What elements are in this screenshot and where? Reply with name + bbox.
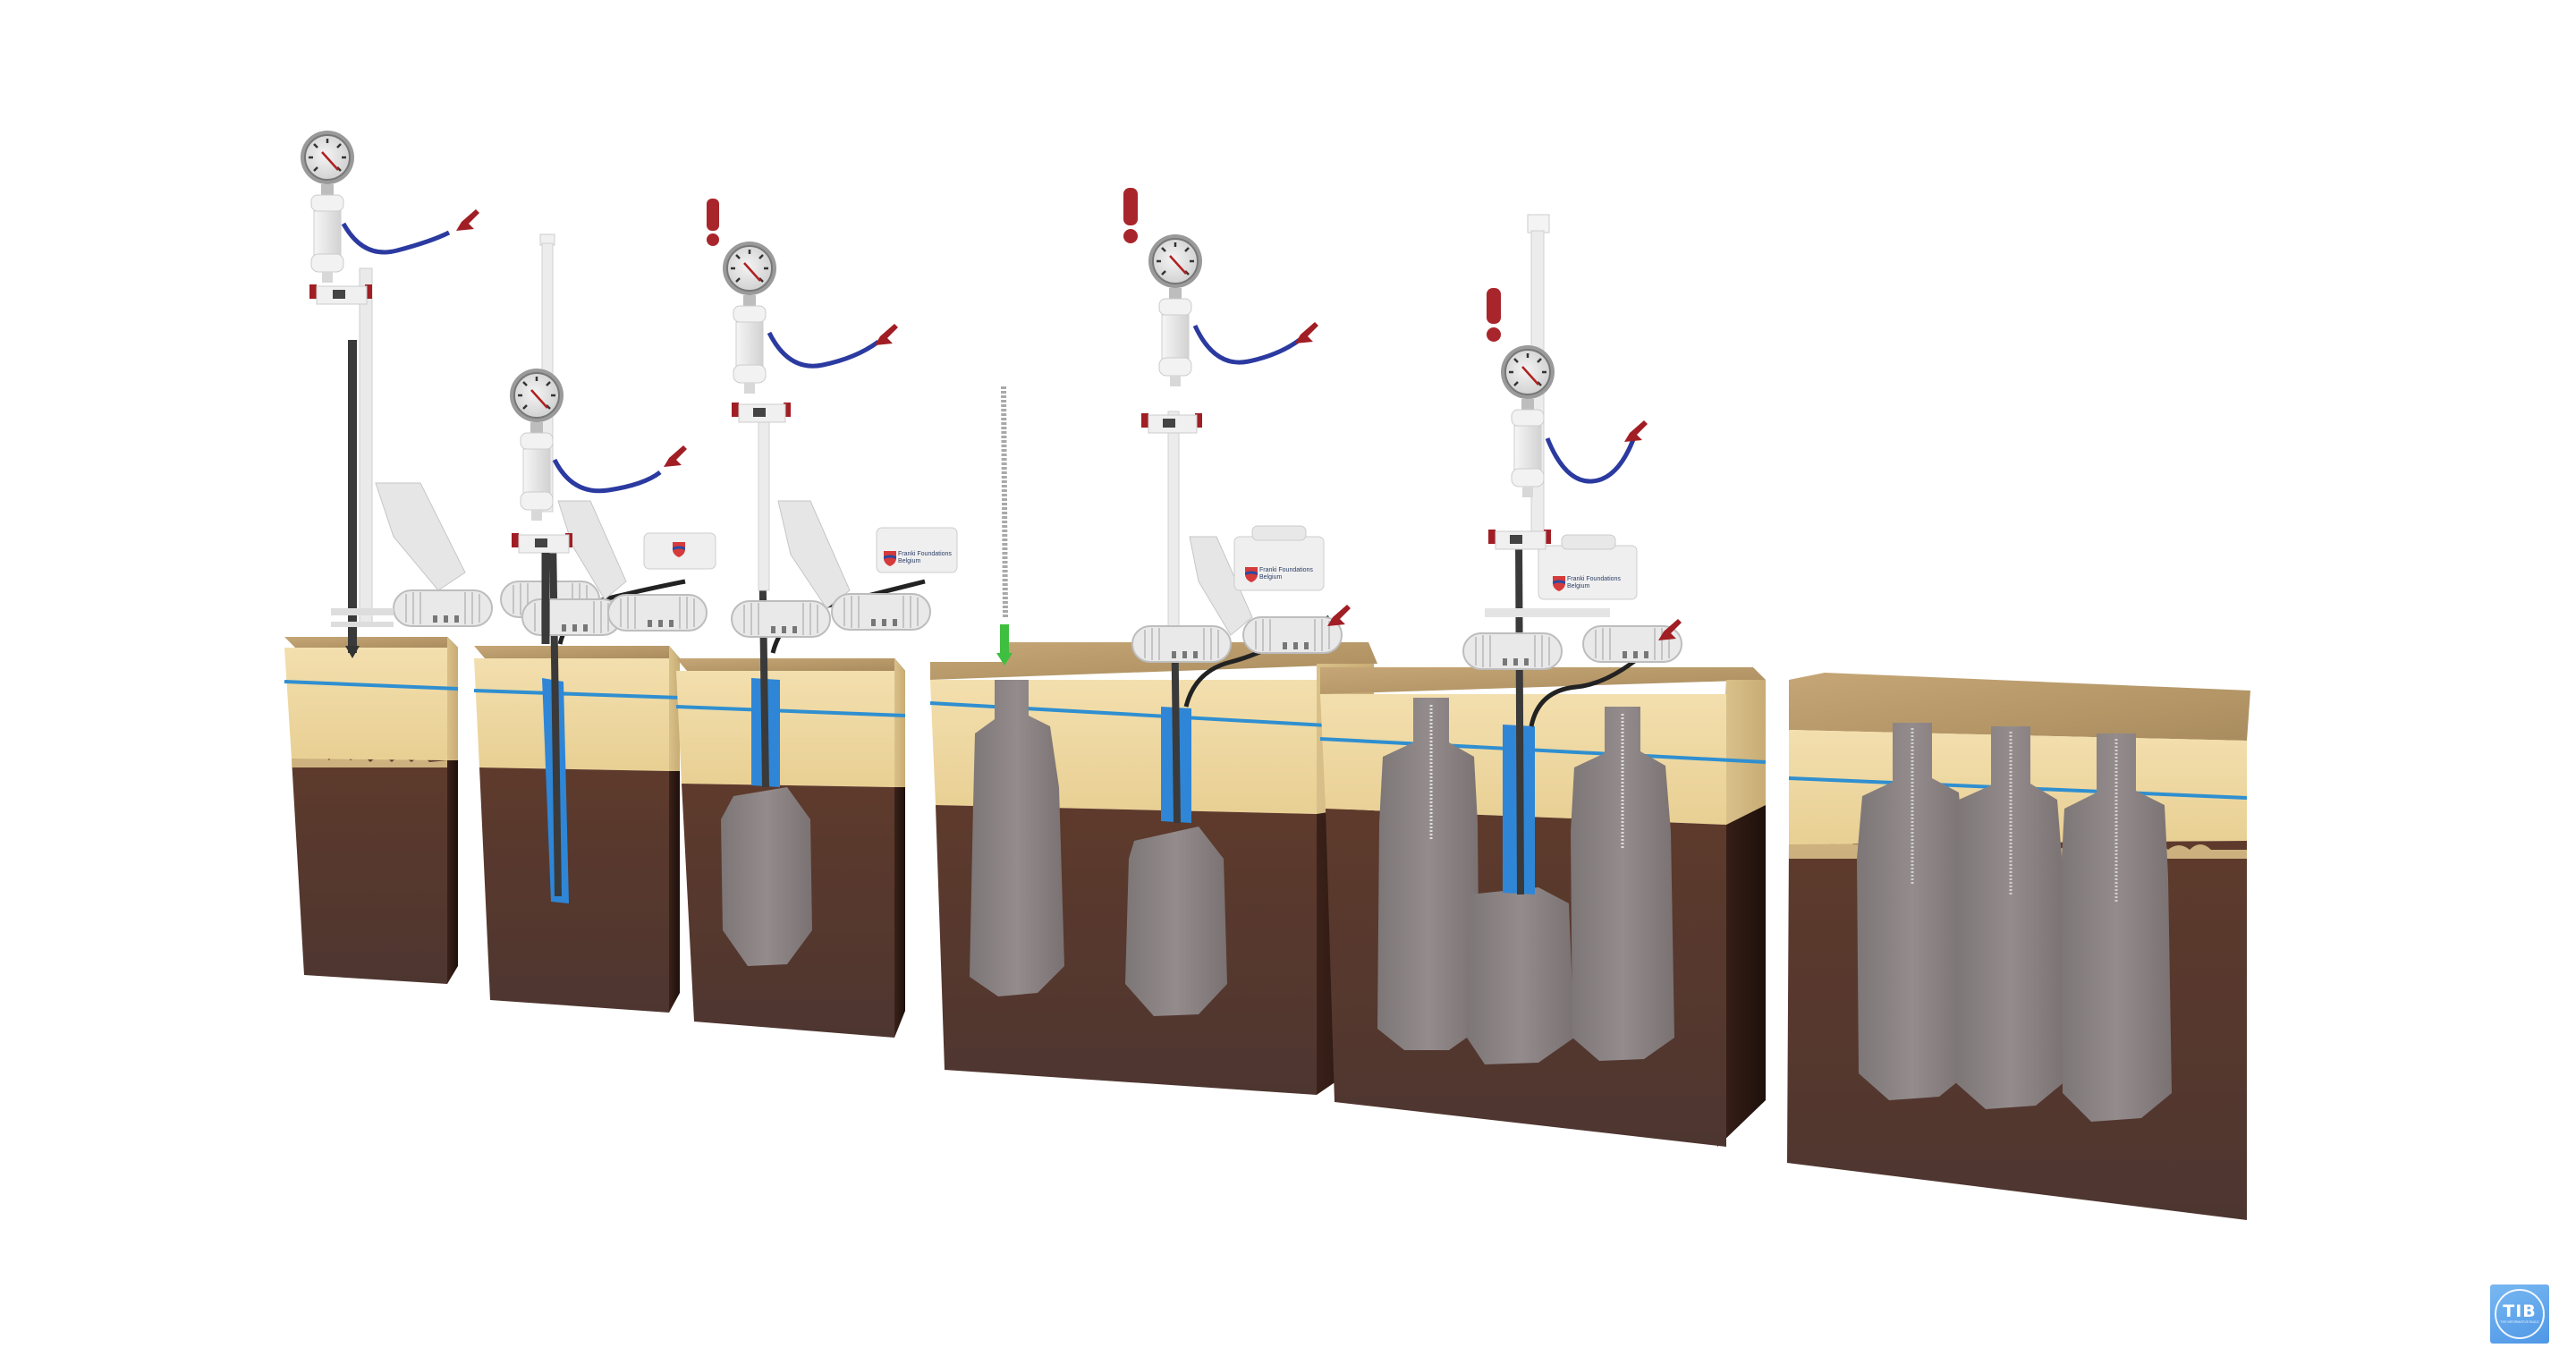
stage-1-pressure-gauge-icon	[299, 129, 356, 284]
rig-brand-label: Franki Foundations Belgium	[898, 551, 952, 565]
stage-3-exclamation-icon	[707, 199, 719, 246]
completed-pile	[970, 680, 1064, 996]
brand-line-1: Franki Foundations	[898, 551, 952, 557]
brand-line-1: Franki Foundations	[1567, 576, 1621, 582]
stage-4-hose	[1192, 324, 1306, 365]
stage-4-pressure-gauge-icon	[1147, 233, 1204, 388]
completed-pile-right	[1571, 707, 1674, 1061]
finished-pile-1	[1857, 723, 1968, 1100]
stage-3-pressure-gauge-icon	[721, 240, 778, 395]
stage-2-hose	[552, 458, 662, 494]
stage-5-red-arrow-icon	[1624, 420, 1648, 442]
tib-logo: TIB THE INFORMATIVE BUILD	[2490, 1284, 2549, 1344]
stage-5-hose	[1545, 434, 1638, 484]
logo-text: TIB	[2503, 1301, 2537, 1321]
drill-arrow-down-icon	[345, 646, 360, 658]
rebar-cage-icon	[1001, 386, 1008, 618]
stage-1-block	[284, 340, 459, 984]
stage-4-exclamation-icon	[1123, 188, 1138, 243]
rig-brand-label: Franki Foundations Belgium	[1567, 576, 1621, 590]
finished-pile-2	[1955, 726, 2066, 1109]
stage-5-rig	[1462, 214, 1682, 670]
stage-2-block	[473, 536, 686, 1013]
stage-3-rig	[731, 403, 958, 638]
finished-pile-3	[2061, 733, 2172, 1122]
stage-4-rig	[1131, 411, 1351, 663]
logo-subtext: THE INFORMATIVE BUILD	[2500, 1320, 2539, 1324]
green-arrow-down-icon	[996, 653, 1013, 666]
pile-bulb	[1125, 827, 1227, 1016]
brand-line-2: Belgium	[898, 558, 921, 564]
stage-3-block	[675, 536, 926, 1038]
brand-line-2: Belgium	[1567, 583, 1590, 589]
stage-3-red-arrow-icon	[875, 324, 898, 345]
stage-3-hose	[767, 331, 880, 369]
completed-pile-left	[1377, 698, 1479, 1050]
stage-2-red-arrow-icon	[664, 445, 687, 467]
pile-bulb	[721, 787, 812, 966]
middle-pile-bulb	[1467, 887, 1574, 1064]
stage-5-exclamation-icon	[1487, 288, 1501, 342]
rig-brand-label: Franki Foundations Belgium	[1259, 567, 1313, 581]
stage-5-pressure-gauge-icon	[1499, 343, 1556, 499]
brand-line-1: Franki Foundations	[1259, 567, 1313, 573]
stage-5-block	[1319, 536, 1767, 1147]
stage-1-red-arrow-icon	[456, 209, 479, 231]
stage-6-block	[1787, 673, 2250, 1220]
stage-1-rig	[309, 267, 600, 627]
stage-1-hose	[341, 222, 451, 255]
stage-4-reinforcement	[996, 386, 1013, 666]
logo-ring: TIB THE INFORMATIVE BUILD	[2495, 1289, 2545, 1339]
stage-4-red-arrow-icon	[1295, 322, 1318, 343]
stage-2-pressure-gauge-icon	[508, 367, 565, 522]
brand-line-2: Belgium	[1259, 574, 1283, 581]
